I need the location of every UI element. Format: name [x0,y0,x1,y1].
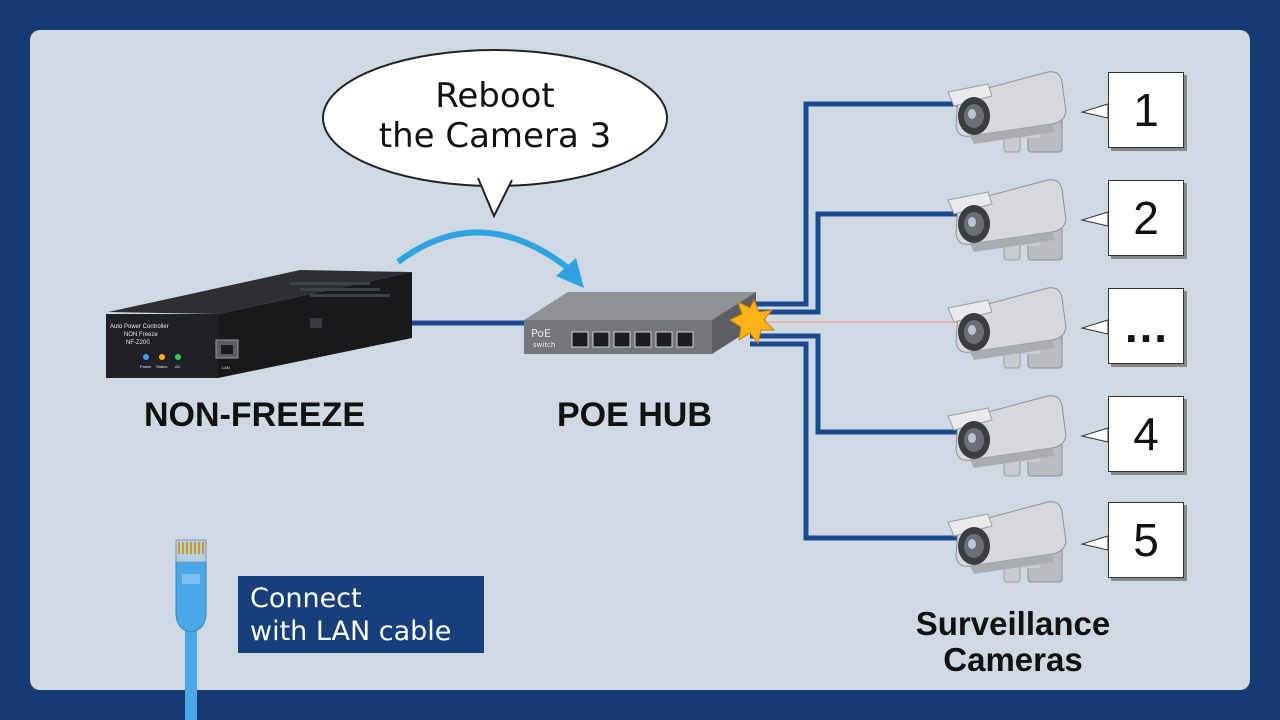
camera-callouts [1080,103,1109,551]
camera-4 [947,395,1067,477]
failure-burst-icon [728,298,776,345]
non-freeze-device [106,270,412,378]
hub-label: POE HUB [557,396,712,434]
camera-5 [947,501,1067,583]
command-arrow [396,229,584,288]
lan-caption-line2: with LAN cable [250,616,452,647]
bubble-text: Reboot the Camera 3 [330,76,660,156]
speech-bubble [322,49,668,219]
hub-badge-bottom: switch [533,341,555,349]
wire-camera-4 [750,333,966,435]
camera-number-4: 4 [1108,396,1184,472]
device-front-line1: Auto Power Controller [110,324,169,330]
bubble-line1: Reboot [435,76,555,116]
wire-camera-2 [750,211,966,315]
camera-number-3: … [1108,288,1184,364]
device-front-line2: NON Freeze [124,332,158,338]
camera-1 [947,71,1067,153]
led-status-label: Status [156,364,167,369]
device-front-line3: NF-Z200 [126,340,150,346]
camera-2 [947,179,1067,261]
led-power-label: Power [140,364,152,369]
lan-caption: Connect with LAN cable [238,576,484,653]
bubble-line2: the Camera 3 [378,116,612,156]
lan-caption-line1: Connect [250,583,362,614]
wire-camera-5 [750,341,966,541]
wire-camera-1 [750,101,966,307]
poe-hub [524,292,756,354]
cameras-label-line1: Surveillance [915,605,1111,642]
cameras-label: Surveillance Cameras [900,606,1126,678]
lan-cable-icon [175,539,207,720]
cameras-label-line2: Cameras [943,641,1083,678]
hub-ports [571,331,694,348]
camera-3 [947,287,1067,369]
camera-number-2: 2 [1108,180,1184,256]
hub-badge-top: PoE [531,327,551,340]
led-ac-label: AC [175,364,181,369]
device-label: NON-FREEZE [144,396,365,434]
vent-grille [290,282,390,297]
camera-number-5: 5 [1108,502,1184,578]
port-label: LAN [222,365,230,370]
camera-number-1: 1 [1108,72,1184,148]
